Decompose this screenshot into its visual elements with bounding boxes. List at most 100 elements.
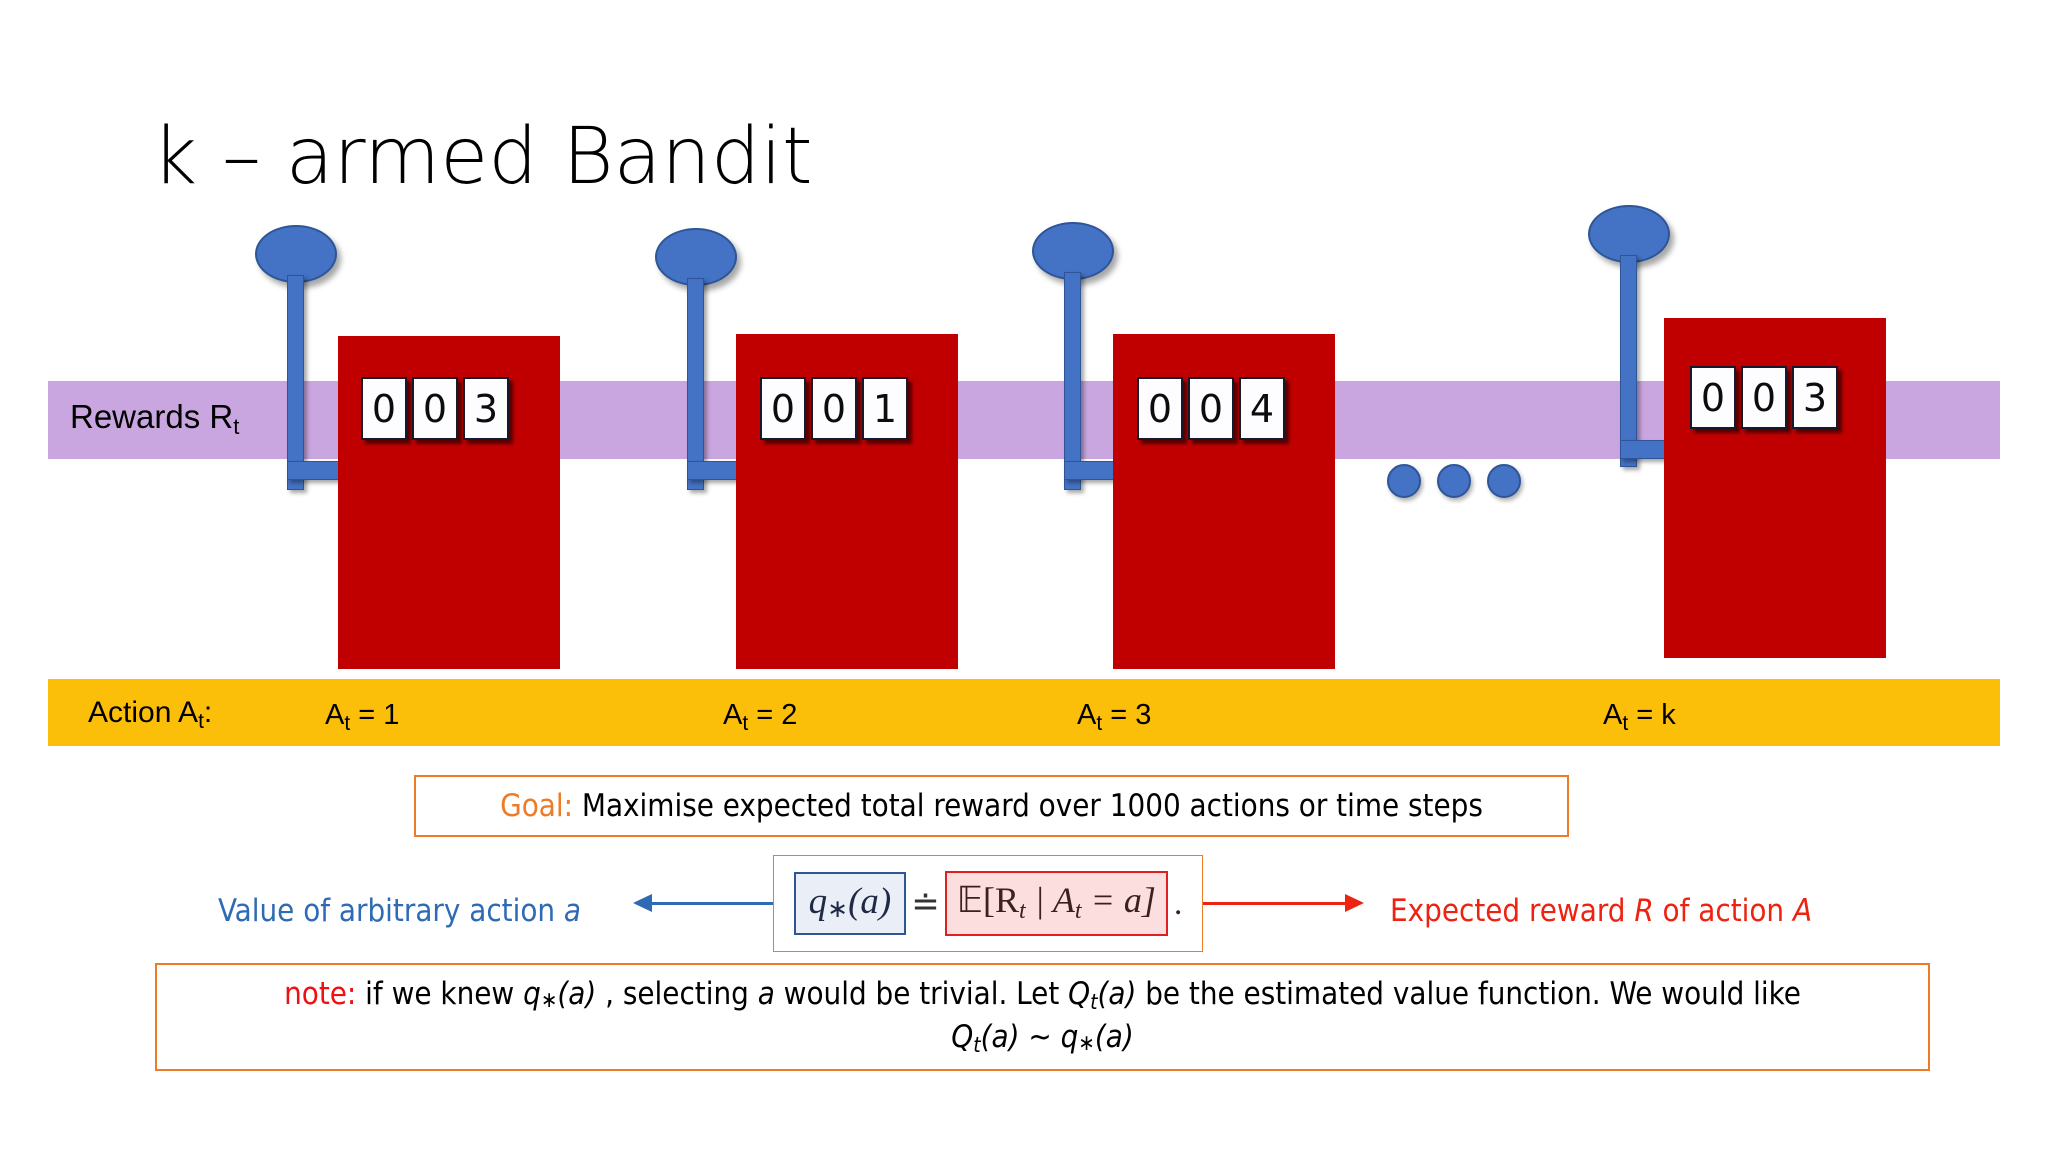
reel: 3 [463,377,509,440]
note-Q-arg: (a) [1097,976,1137,1012]
note2-q-arg: (a) [1094,1018,1134,1055]
equation-right-box: 𝔼[Rt | At = a] [944,871,1168,936]
action-item-suffix: = 2 [748,699,798,731]
right-arrow-line [1202,902,1347,905]
left-caption: Value of arbitrary action a [218,893,581,929]
note-Q: Q [1068,976,1091,1012]
page-title: k – armed Bandit [152,112,813,202]
equation-left-box: q∗(a) [793,872,907,935]
note-keyword: note: [284,976,357,1012]
right-caption-italic-a: A [1792,893,1813,929]
action-item-2: At = 2 [723,699,797,736]
ellipsis-dot [1487,464,1521,498]
reel: 1 [862,377,908,440]
note-Q-sub: t [1090,990,1098,1014]
action-label: Action At: [88,696,212,734]
note2-q-star: ∗ [1078,1030,1095,1056]
note-text-d: be the estimated value function. We woul… [1136,976,1801,1012]
action-item-suffix: = 1 [350,699,400,731]
action-label-suffix: : [203,696,213,729]
rewards-label-text: Rewards R [70,398,234,435]
reel: 4 [1239,377,1285,440]
equation-row: q∗(a) ≐ 𝔼[Rt | At = a] . [773,855,1203,952]
lever-stick-2[interactable] [687,278,704,490]
action-item-sub: t [344,712,351,735]
lever-stick-3[interactable] [1064,272,1081,490]
right-caption-text-a: Expected reward [1390,893,1635,929]
rewards-label: Rewards Rt [70,398,239,440]
reel: 0 [1137,377,1183,440]
equation-sub-t1: t [1018,898,1026,924]
note2-Q-arg: (a) [980,1018,1020,1055]
ellipsis-dot [1437,464,1471,498]
goal-text: Goal: Maximise expected total reward ove… [500,788,1483,824]
note-line-2: Qt(a) ~ q∗(a) [157,1017,1928,1060]
action-band [48,679,2000,746]
equation-expectation: 𝔼[R [956,880,1019,920]
note-text-c: would be trivial. Let [774,976,1069,1012]
right-caption-italic-r: R [1634,893,1654,929]
action-item-3: At = 3 [1077,699,1151,736]
reel: 0 [811,377,857,440]
note-italic-a: a [757,976,775,1012]
action-item-k: At = k [1603,699,1676,736]
equation-q-symbol: q [808,881,828,922]
equation-period: . [1173,884,1183,922]
action-item-prefix: A [1077,699,1097,731]
goal-body: Maximise expected total reward over 1000… [573,788,1483,824]
left-caption-italic: a [563,893,582,929]
note2-q: q [1060,1018,1079,1055]
action-label-text: Action A [88,696,199,729]
equation-q-arg: (a) [848,881,892,922]
lever-stick-k[interactable] [1620,255,1637,467]
equation-tail: = a] [1081,880,1156,920]
left-caption-text: Value of arbitrary action [218,893,564,929]
note-box: note: if we knew q∗(a) , selecting a wou… [155,963,1930,1071]
equation-sub-t2: t [1074,898,1082,924]
reel: 0 [361,377,407,440]
lever-stick-1[interactable] [287,275,304,490]
action-item-prefix: A [723,699,743,731]
action-item-suffix: = k [1628,699,1676,731]
goal-box: Goal: Maximise expected total reward ove… [414,775,1569,837]
action-item-suffix: = 3 [1102,699,1152,731]
action-item-sub: t [1096,712,1103,735]
lever-knob-1[interactable] [255,225,337,283]
note2-Q-sub: t [973,1032,981,1057]
action-item-prefix: A [1603,699,1623,731]
equation-relation: ≐ [911,885,940,923]
equation-q-star: ∗ [827,896,849,923]
lever-knob-3[interactable] [1032,222,1114,280]
note-q-star: ∗ [540,988,558,1013]
action-item-sub: t [742,712,749,735]
note-line-1: note: if we knew q∗(a) , selecting a wou… [157,974,1928,1017]
reel: 0 [1690,366,1736,429]
reel-group-2: 0 0 1 [760,377,908,440]
note2-tilde: ~ [1019,1018,1061,1055]
action-item-prefix: A [325,699,345,731]
left-arrow-line [650,902,775,905]
left-arrow-head [633,894,652,912]
action-label-subscript: t [198,710,204,733]
equation-mid: | A [1025,880,1075,920]
ellipsis-dot [1387,464,1421,498]
lever-foot-2 [687,461,743,480]
note-text-a: if we knew [356,976,524,1012]
reel-group-1: 0 0 3 [361,377,509,440]
right-caption: Expected reward R of action A [1390,893,1812,929]
lever-knob-k[interactable] [1588,205,1670,263]
reel-group-k: 0 0 3 [1690,366,1838,429]
note-q-arg: (a) [557,976,597,1012]
rewards-label-subscript: t [233,414,240,439]
right-caption-text-b: of action [1653,893,1793,929]
right-arrow-head [1345,894,1364,912]
action-item-sub: t [1622,712,1629,735]
reel-group-3: 0 0 4 [1137,377,1285,440]
reel: 0 [1741,366,1787,429]
goal-keyword: Goal: [500,788,574,824]
lever-foot-1 [287,461,343,480]
note-text-b: , selecting [596,976,758,1012]
reel: 0 [1188,377,1234,440]
reel: 0 [412,377,458,440]
